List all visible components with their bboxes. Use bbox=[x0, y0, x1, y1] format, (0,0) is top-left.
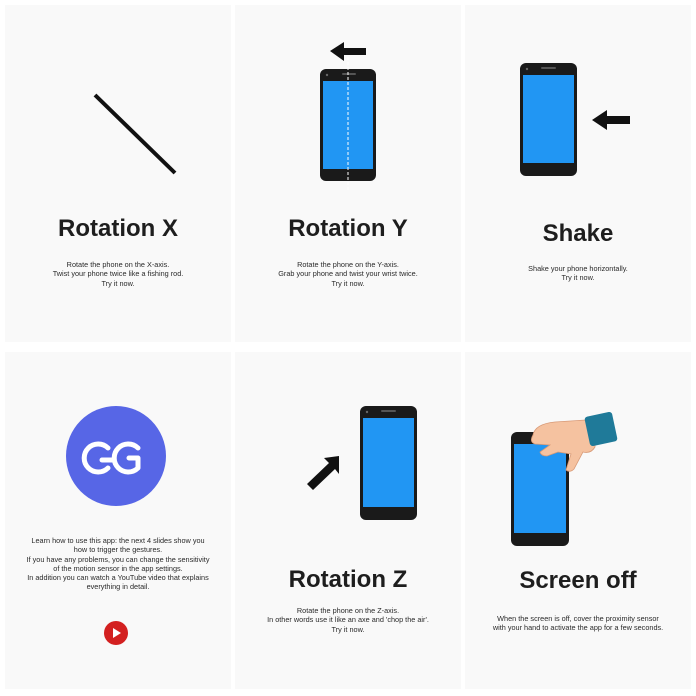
shake-illustration bbox=[520, 63, 630, 176]
phone-icon bbox=[320, 57, 376, 191]
slide-title: Rotation Y bbox=[288, 215, 408, 242]
gesture-app-logo bbox=[66, 406, 166, 506]
desc-line: Learn how to use this app: the next 4 sl… bbox=[31, 536, 205, 545]
slide-description: When the screen is off, cover the proxim… bbox=[465, 614, 691, 633]
desc-line: Try it now. bbox=[331, 278, 365, 288]
arrow-left-icon bbox=[592, 110, 630, 130]
slide-description: Rotate the phone on the X-axis. Twist yo… bbox=[5, 260, 231, 288]
rotation-y-illustration bbox=[320, 42, 376, 191]
slide-description: Learn how to use this app: the next 4 sl… bbox=[5, 536, 231, 592]
desc-line: how to trigger the gestures. bbox=[73, 545, 163, 555]
desc-line: with your hand to activate the app for a… bbox=[492, 623, 664, 633]
slide-title: Rotation Z bbox=[288, 566, 408, 593]
desc-line: Rotate the phone on the X-axis. bbox=[66, 260, 170, 269]
phone-icon bbox=[511, 432, 569, 546]
intro-illustration bbox=[66, 406, 166, 645]
slide-intro: Learn how to use this app: the next 4 sl… bbox=[5, 352, 231, 689]
desc-line: Try it now. bbox=[101, 278, 135, 288]
screen-off-illustration bbox=[511, 411, 618, 546]
slide-title: Rotation X bbox=[58, 215, 178, 242]
phone-edge-icon bbox=[93, 93, 177, 175]
slide-description: Rotate the phone on the Z-axis. In other… bbox=[235, 606, 461, 634]
slide-description: Shake your phone horizontally. Try it no… bbox=[465, 264, 691, 283]
youtube-play-icon[interactable] bbox=[104, 621, 128, 645]
desc-line: Grab your phone and twist your wrist twi… bbox=[278, 269, 418, 279]
slide-description: Rotate the phone on the Y-axis. Grab you… bbox=[235, 260, 461, 288]
desc-line: In addition you can watch a YouTube vide… bbox=[27, 573, 209, 583]
desc-line: of the motion sensor in the app settings… bbox=[53, 563, 183, 573]
arrow-left-icon bbox=[330, 42, 366, 61]
desc-line: Rotate the phone on the Y-axis. bbox=[297, 260, 399, 269]
desc-line: Try it now. bbox=[331, 624, 365, 634]
desc-line: Shake your phone horizontally. bbox=[528, 264, 628, 273]
slide-rotation-x: Rotation X Rotate the phone on the X-axi… bbox=[5, 5, 231, 342]
desc-line: In other words use it like an axe and 'c… bbox=[267, 615, 429, 625]
rotation-z-illustration bbox=[307, 406, 417, 520]
phone-icon bbox=[520, 63, 577, 176]
desc-line: Rotate the phone on the Z-axis. bbox=[296, 606, 400, 615]
desc-line: everything in detail. bbox=[86, 582, 150, 592]
slide-rotation-y: Rotation Y Rotate the phone on the Y-axi… bbox=[235, 5, 461, 342]
phone-icon bbox=[360, 406, 417, 520]
rotation-x-illustration bbox=[93, 93, 177, 175]
slide-shake: Shake Shake your phone horizontally. Try… bbox=[465, 5, 691, 342]
desc-line: Twist your phone twice like a fishing ro… bbox=[52, 269, 184, 279]
desc-line: When the screen is off, cover the proxim… bbox=[497, 614, 659, 623]
desc-line: If you have any problems, you can change… bbox=[26, 554, 210, 564]
slide-title: Screen off bbox=[519, 567, 637, 594]
slide-title: Shake bbox=[542, 220, 614, 247]
desc-line: Try it now. bbox=[561, 273, 595, 283]
slide-rotation-z: Rotation Z Rotate the phone on the Z-axi… bbox=[235, 352, 461, 689]
slide-screen-off: Screen off When the screen is off, cover… bbox=[465, 352, 691, 689]
hand-icon bbox=[531, 411, 618, 472]
arrow-up-right-icon bbox=[307, 456, 339, 490]
